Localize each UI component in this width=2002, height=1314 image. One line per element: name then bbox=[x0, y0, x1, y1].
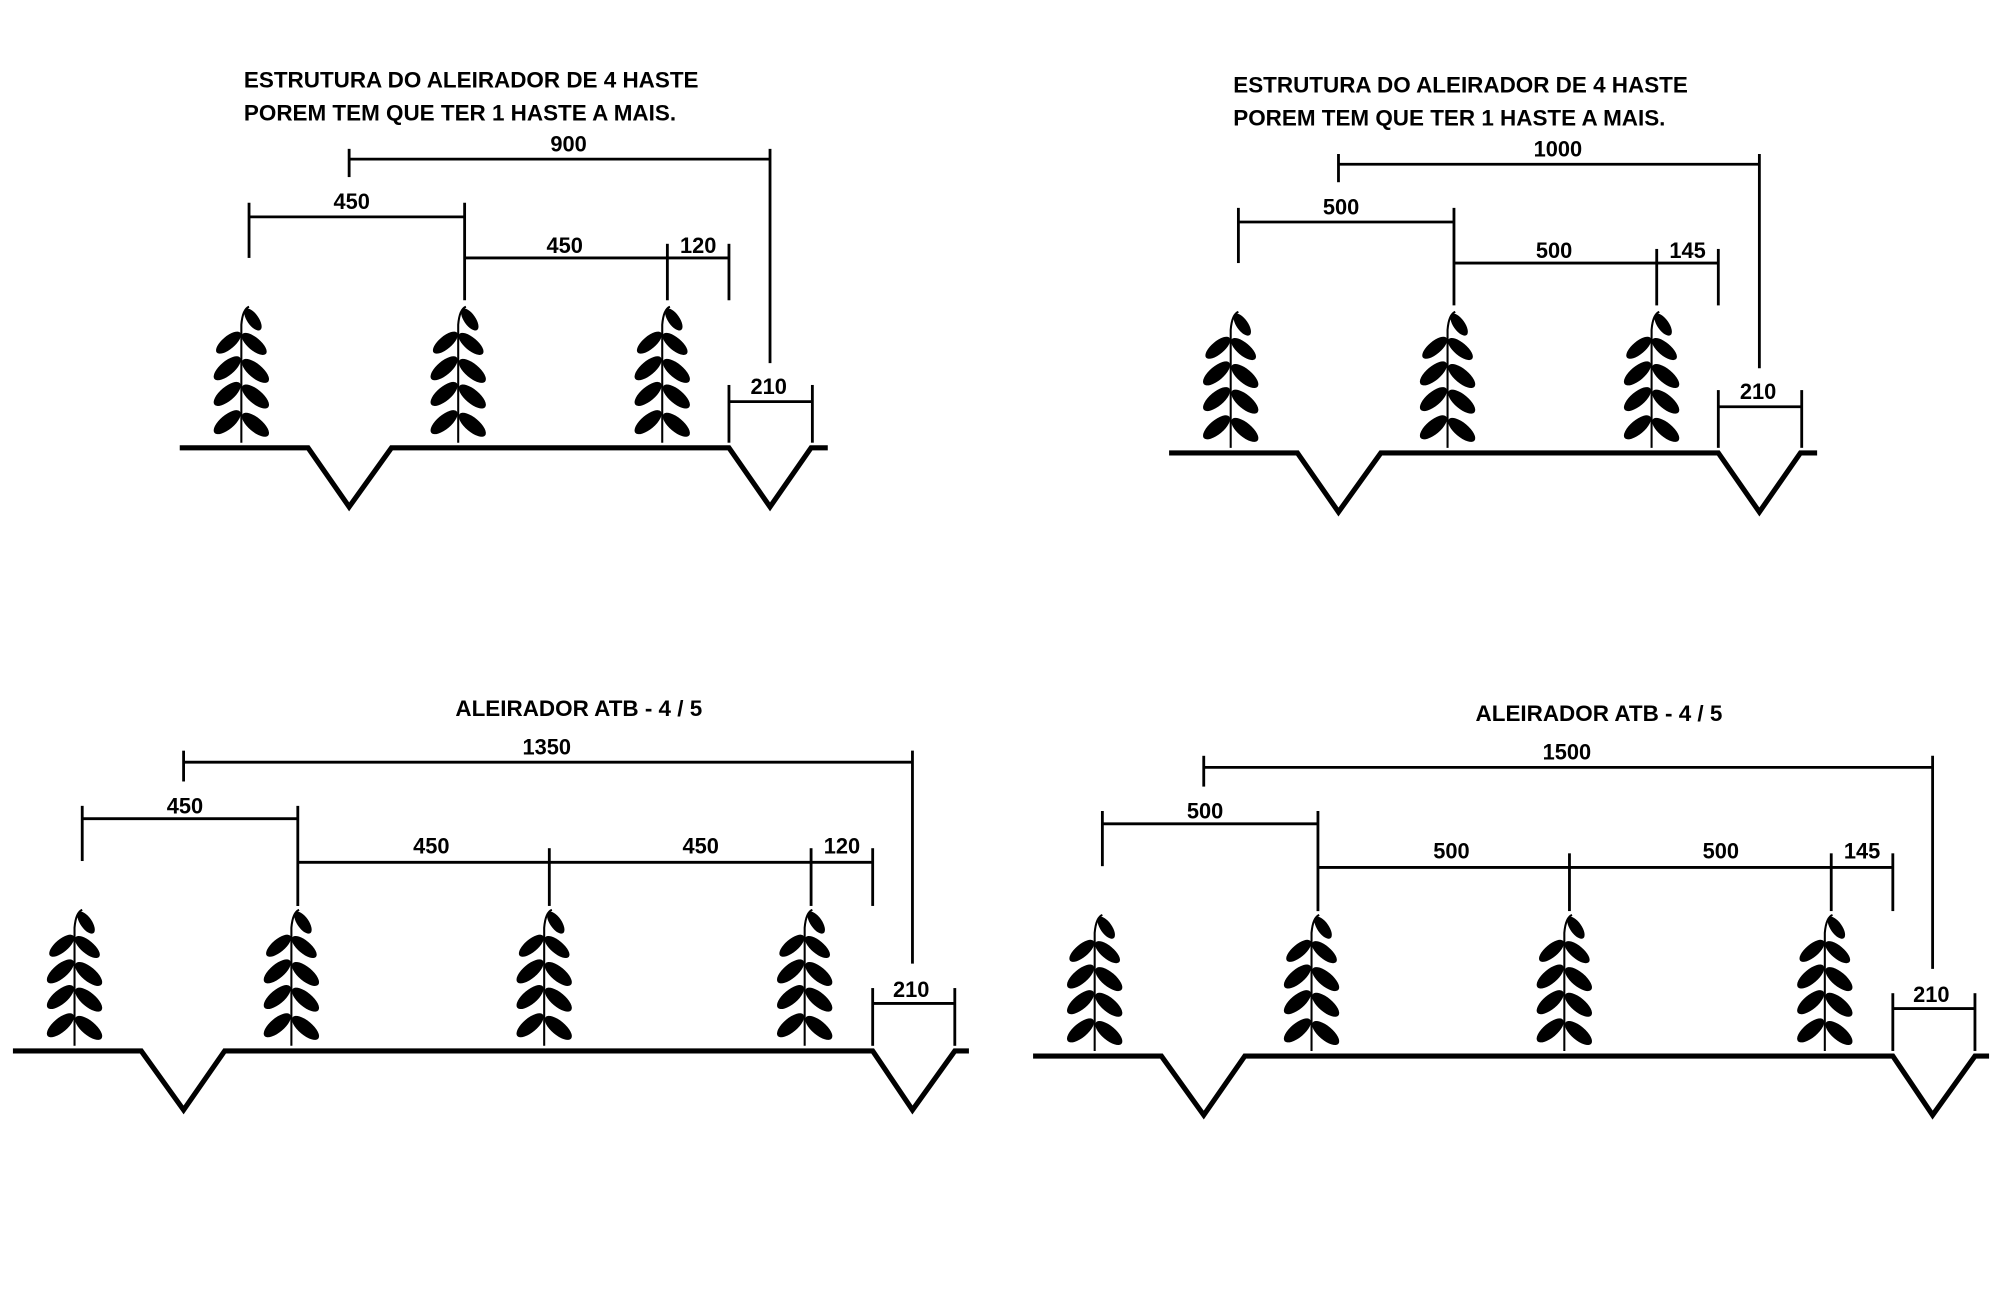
plant-icon bbox=[1415, 309, 1481, 449]
dimension-furrow-label: 210 bbox=[893, 977, 929, 1002]
diagram-top-right: ESTRUTURA DO ALEIRADOR DE 4 HASTE POREM T… bbox=[1169, 72, 1818, 517]
dimension-last-label: 120 bbox=[824, 833, 860, 858]
dimension-total-label: 1500 bbox=[1543, 740, 1592, 765]
diagram-bottom-right: ALEIRADOR ATB - 4 / 5 1500 500 500 500 145 210 bbox=[1033, 701, 1990, 1120]
ground-profile bbox=[1033, 1053, 1990, 1120]
dimension-second-label: 450 bbox=[547, 233, 583, 258]
dimension-total-label: 900 bbox=[550, 131, 586, 156]
plant-icon bbox=[1792, 912, 1858, 1052]
plant-icon bbox=[629, 304, 695, 444]
diagram-title: ESTRUTURA DO ALEIRADOR DE 4 HASTE bbox=[1233, 72, 1688, 97]
dimension-last-label: 120 bbox=[680, 233, 716, 258]
diagram-title: POREM TEM QUE TER 1 HASTE A MAIS. bbox=[244, 101, 676, 126]
diagram-title: ALEIRADOR ATB - 4 / 5 bbox=[455, 696, 702, 721]
plant-icon bbox=[258, 907, 324, 1047]
dimension-last-label: 145 bbox=[1844, 838, 1880, 863]
diagram-title: POREM TEM QUE TER 1 HASTE A MAIS. bbox=[1233, 106, 1665, 131]
dimension-second-label: 500 bbox=[1433, 838, 1469, 863]
dimension-second-label: 500 bbox=[1536, 238, 1572, 263]
plant-icon bbox=[1531, 912, 1597, 1052]
dimension-first-label: 450 bbox=[334, 189, 370, 214]
dimension-total-label: 1000 bbox=[1534, 137, 1583, 162]
dimension-last-label: 145 bbox=[1669, 238, 1705, 263]
dimension-first-label: 500 bbox=[1323, 194, 1359, 219]
plant-icon bbox=[772, 907, 838, 1047]
dimension-total-label: 1350 bbox=[522, 735, 571, 760]
diagram-bottom-left: ALEIRADOR ATB - 4 / 5 1350 450 450 450 120 210 bbox=[12, 696, 969, 1115]
plant-icon bbox=[1198, 309, 1264, 449]
dimension-second-label: 450 bbox=[413, 833, 449, 858]
diagram-title: ALEIRADOR ATB - 4 / 5 bbox=[1476, 701, 1723, 726]
dimension-furrow-label: 210 bbox=[1740, 379, 1776, 404]
plant-icon bbox=[1279, 912, 1344, 1052]
dimension-first-label: 450 bbox=[167, 794, 203, 819]
plant-icon bbox=[425, 304, 491, 444]
plant-icon bbox=[1062, 912, 1128, 1052]
ground-profile bbox=[179, 445, 828, 512]
dimension-furrow-label: 210 bbox=[1913, 982, 1949, 1007]
plant-icon bbox=[1619, 309, 1685, 449]
plant-icon bbox=[42, 907, 107, 1047]
ground-profile bbox=[12, 1048, 969, 1115]
plant-icon bbox=[511, 907, 577, 1047]
diagram-top-left: ESTRUTURA DO ALEIRADOR DE 4 HASTE POREM T… bbox=[179, 67, 828, 512]
plant-icon bbox=[208, 304, 274, 444]
ground-profile bbox=[1169, 450, 1818, 517]
dimension-third-label: 450 bbox=[683, 833, 719, 858]
dimension-first-label: 500 bbox=[1187, 799, 1223, 824]
diagram-title: ESTRUTURA DO ALEIRADOR DE 4 HASTE bbox=[244, 67, 699, 92]
dimension-furrow-label: 210 bbox=[751, 374, 787, 399]
dimension-third-label: 500 bbox=[1703, 838, 1739, 863]
